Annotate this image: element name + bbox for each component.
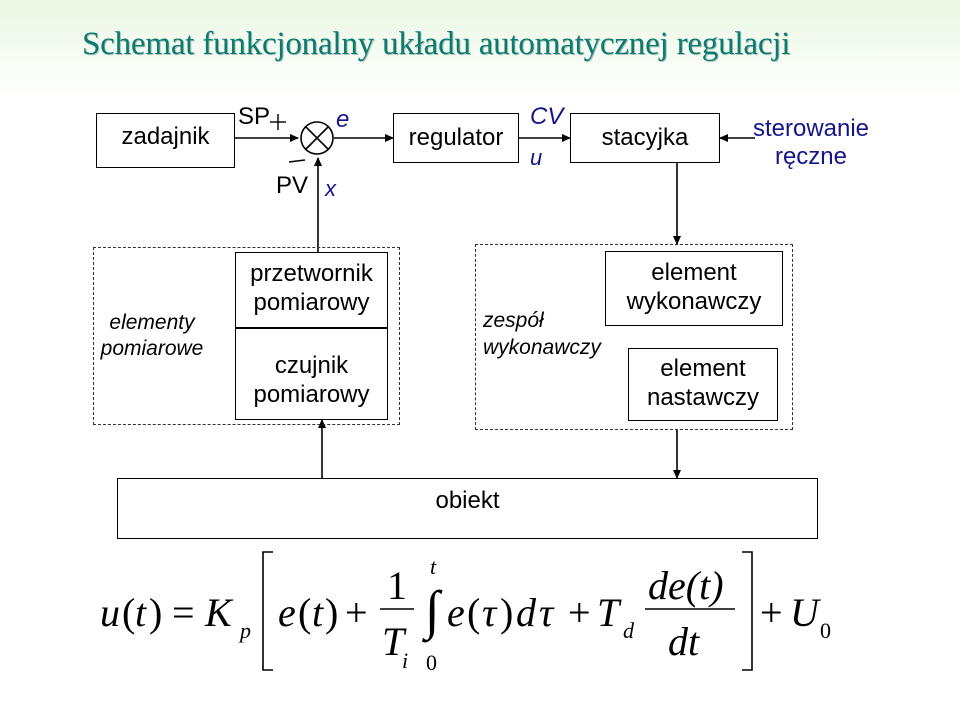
formula-Ti: T: [382, 619, 405, 664]
formula-zero-subscript: 0: [820, 618, 831, 643]
formula-paren-open-2: (: [298, 590, 312, 635]
formula-e: e: [278, 590, 296, 635]
formula-K: K: [205, 590, 232, 635]
formula-p-subscript: p: [240, 618, 251, 643]
left-bracket: [262, 551, 273, 671]
sterowanie-label-line1: sterowanie: [752, 115, 870, 142]
element-wykonawczy-label-line2: wykonawczy: [626, 288, 762, 315]
formula-tau-2: τ: [539, 590, 554, 635]
formula-de-t: de(t): [648, 563, 724, 608]
formula-upper-limit: t: [430, 554, 437, 579]
pv-label: PV: [276, 172, 309, 199]
stacyjka-box: [570, 113, 720, 163]
formula-tau: τ: [482, 590, 497, 635]
formula-e-2: e: [447, 590, 465, 635]
formula-plus-1: +: [345, 590, 368, 635]
stacyjka-label: stacyjka: [601, 124, 689, 151]
e-label: e: [336, 106, 350, 133]
measurement-group-label-line1: elementy: [109, 311, 195, 334]
element-wykonawczy-label-line1: element: [651, 259, 737, 286]
przetwornik-label-line1: przetwornik: [250, 260, 373, 287]
przetwornik-label-line2: pomiarowy: [253, 289, 370, 316]
zadajnik-box: [96, 113, 235, 168]
formula-plus-3: +: [760, 590, 783, 635]
formula-u: u: [100, 590, 120, 635]
formula-t-2: t: [312, 590, 324, 635]
cv-label: CV: [530, 103, 564, 130]
formula-paren-close-3: ): [500, 590, 514, 635]
formula-Td: T: [597, 590, 620, 635]
formula-d-subscript: d: [623, 618, 634, 643]
formula-i-subscript: i: [402, 648, 409, 673]
zadajnik-label: zadajnik: [121, 123, 210, 150]
przetwornik-box: [235, 252, 388, 328]
czujnik-label-line2: pomiarowy: [253, 381, 370, 408]
element-nastawczy-box: [628, 348, 778, 421]
formula-one: 1: [387, 563, 407, 608]
regulator-box: [393, 113, 519, 163]
measurement-group-label-line2: pomiarowe: [100, 337, 204, 360]
actuator-group-label-line1: zespół: [483, 309, 544, 332]
obiekt-label: obiekt: [435, 487, 500, 514]
u-label: u: [530, 145, 543, 170]
element-wykonawczy-box: [605, 251, 783, 326]
actuator-group-label-line2: wykonawczy: [483, 336, 601, 359]
right-bracket: [742, 551, 753, 671]
formula-d: d: [516, 590, 536, 635]
regulator-label: regulator: [408, 124, 504, 151]
czujnik-box: [235, 328, 388, 420]
obiekt-box: [117, 478, 818, 539]
sterowanie-label-line2: ręczne: [774, 143, 848, 170]
minus-sign: [288, 159, 306, 163]
formula-paren-close-1: ): [149, 590, 163, 635]
formula-paren-close-2: ): [325, 590, 339, 635]
measurement-group: [93, 247, 400, 425]
formula-lower-limit: 0: [426, 650, 437, 675]
slide-title: Schemat funkcjonalny układu automatyczne…: [82, 26, 791, 62]
formula-paren-open-3: (: [467, 590, 481, 635]
formula-U: U: [790, 590, 819, 635]
formula-plus-2: +: [568, 590, 591, 635]
formula-t-1: t: [135, 590, 147, 635]
actuator-group: [475, 244, 793, 430]
formula-equals: =: [172, 590, 195, 635]
formula-paren-open-1: (: [122, 590, 136, 635]
x-label: x: [325, 176, 336, 201]
element-nastawczy-label-line1: element: [660, 355, 746, 382]
formula-dt: dt: [668, 619, 700, 664]
czujnik-label-line1: czujnik: [274, 352, 349, 379]
sp-label: SP: [238, 103, 271, 130]
formula-integral-icon: ∫: [425, 580, 440, 640]
element-nastawczy-label-line2: nastawczy: [646, 384, 760, 411]
